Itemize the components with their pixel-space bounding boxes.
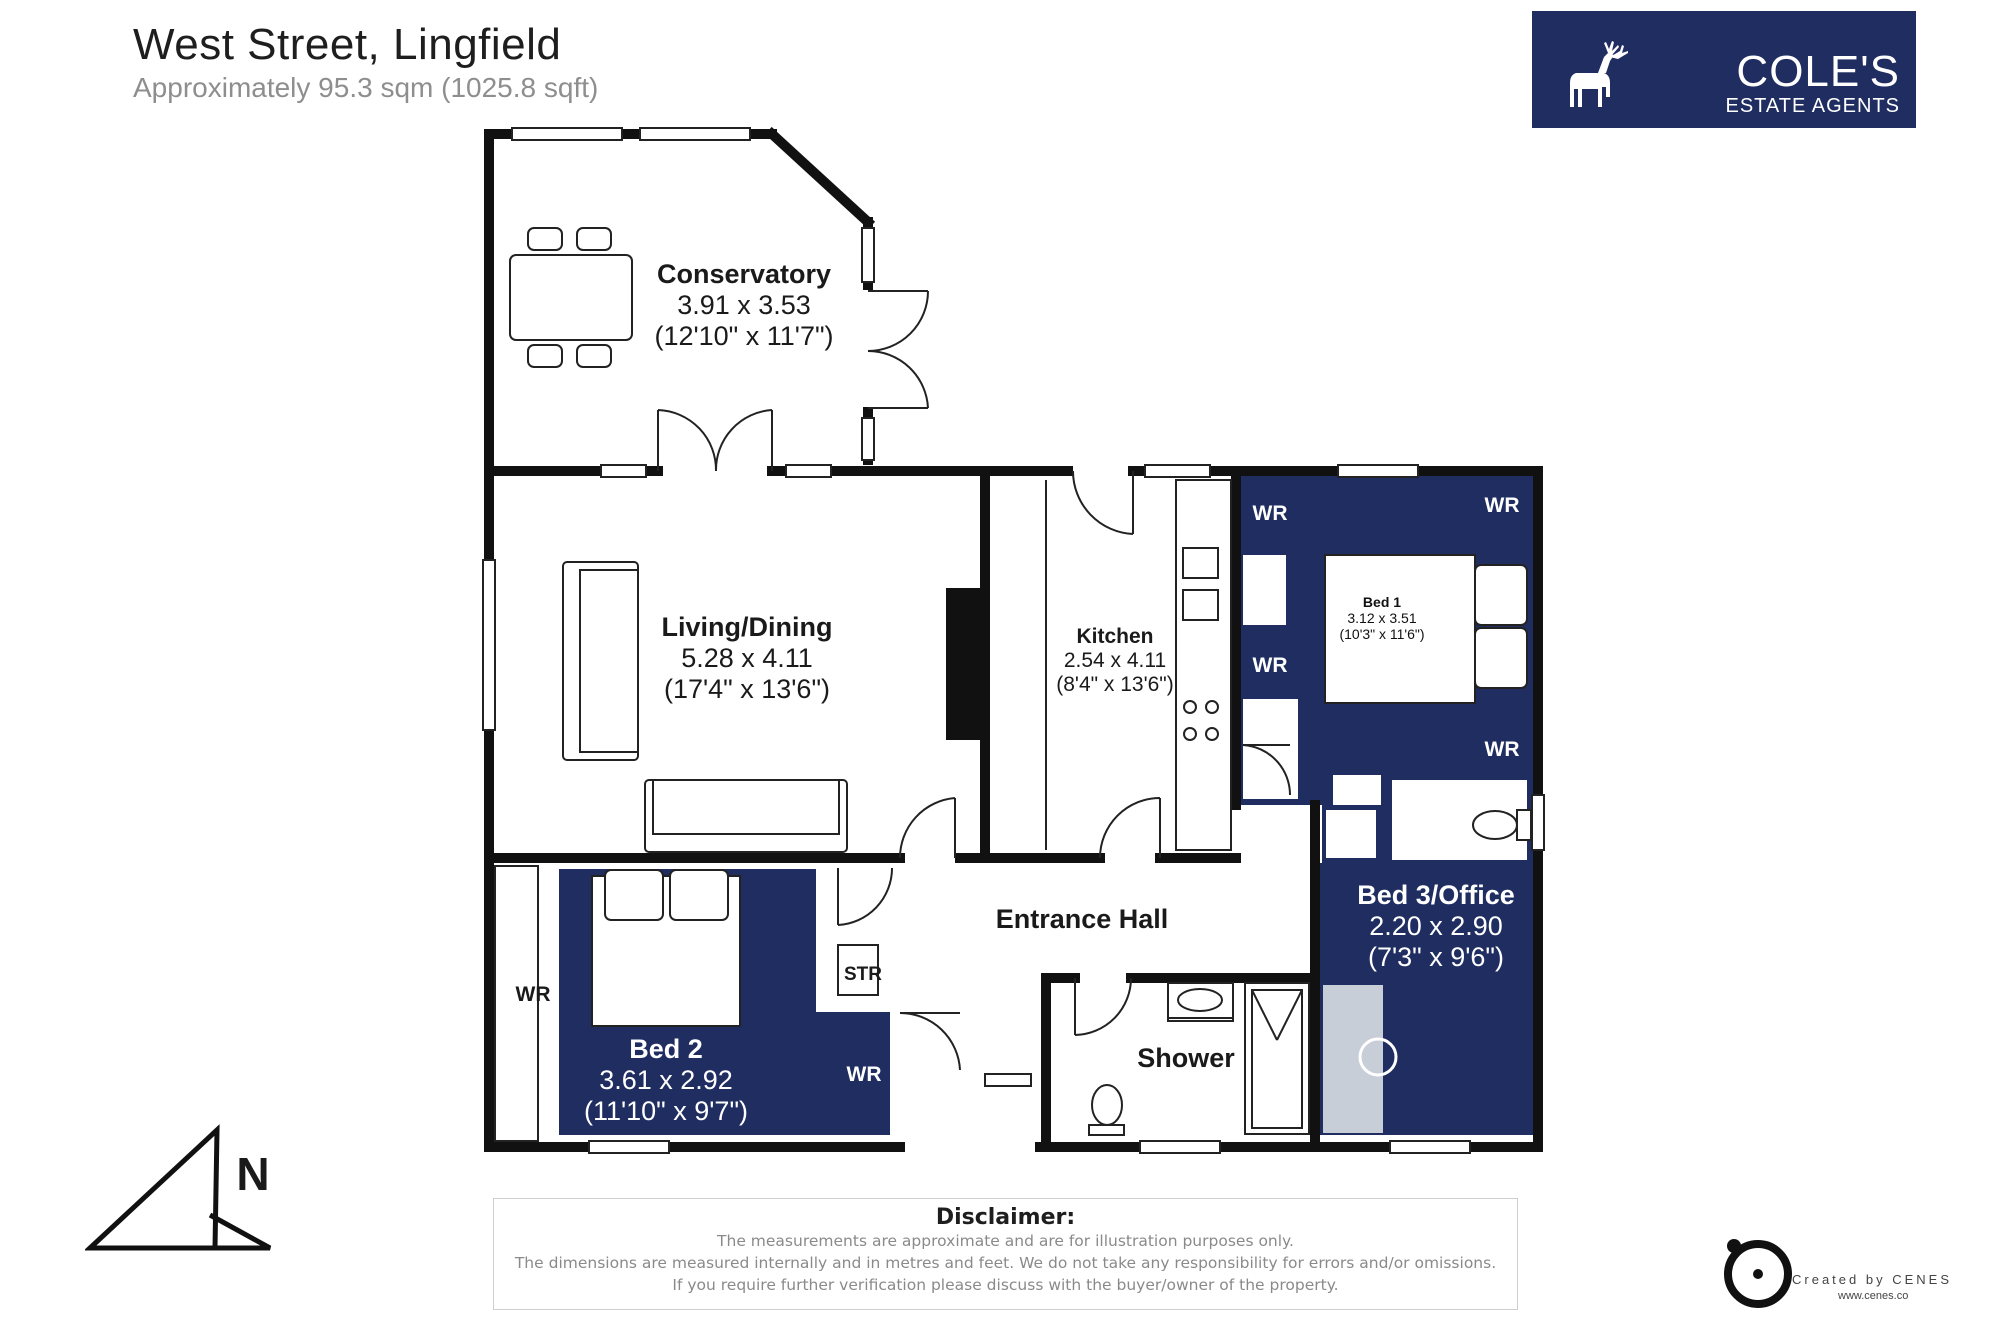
room-imperial: (11'10" x 9'7")	[583, 1096, 749, 1127]
wardrobe-label: WR	[1252, 502, 1288, 525]
sofas	[562, 561, 848, 853]
room-metric: 2.20 x 2.90	[1369, 911, 1503, 942]
room-bed-3-office: Bed 3/Office 2.20 x 2.90 (7'3" x 9'6")	[1357, 880, 1515, 973]
property-title: West Street, Lingfield	[133, 20, 562, 69]
room-imperial: (8'4" x 13'6")	[1056, 673, 1174, 697]
room-name: Entrance Hall	[995, 904, 1169, 934]
beds	[591, 554, 1528, 1027]
wardrobe-label: WR	[1252, 654, 1288, 677]
north-arrow-icon	[85, 1124, 272, 1251]
room-imperial: (10'3" x 11'6")	[1339, 626, 1425, 643]
room-name: Conservatory	[656, 259, 832, 289]
room-metric: 3.61 x 2.92	[599, 1065, 733, 1096]
room-ensuite: Ensuite	[1408, 796, 1466, 814]
room-name: Kitchen	[1076, 625, 1154, 648]
room-bed-2: Bed 2 3.61 x 2.92 (11'10" x 9'7")	[584, 1034, 748, 1127]
room-metric: 3.12 x 3.51	[1347, 610, 1417, 627]
store-label: STR	[844, 964, 882, 985]
wardrobe-label: WR	[515, 983, 551, 1006]
room-metric: 5.28 x 4.11	[681, 643, 813, 674]
fireplace	[946, 588, 980, 740]
dining-table	[509, 227, 633, 368]
kitchen-fittings	[1182, 547, 1219, 741]
windows	[482, 127, 1545, 1154]
room-imperial: (12'10" x 11'7")	[654, 321, 834, 352]
wardrobe-label: WR	[1484, 738, 1520, 761]
room-imperial: (7'3" x 9'6")	[1367, 942, 1505, 973]
agent-name: COLE'S	[1736, 47, 1900, 96]
office-chair	[1358, 1037, 1398, 1077]
credit-url[interactable]: www.cenes.co	[1838, 1290, 1909, 1302]
room-name: Bed 2	[629, 1034, 703, 1064]
room-bed-1: Bed 1 3.12 x 3.51 (10'3" x 11'6")	[1339, 594, 1424, 642]
disclaimer-line: The dimensions are measured internally a…	[514, 1254, 1497, 1272]
room-metric: 3.91 x 3.53	[677, 290, 811, 321]
agent-logo[interactable]: COLE'S ESTATE AGENTS	[1532, 11, 1916, 128]
room-conservatory: Conservatory 3.91 x 3.53 (12'10" x 11'7"…	[654, 259, 833, 352]
room-shower: Shower	[1137, 1043, 1235, 1074]
stag-icon	[1570, 41, 1628, 107]
room-name: Bed 3/Office	[1357, 880, 1515, 910]
wardrobe-label: WR	[1484, 494, 1520, 517]
room-entrance-hall: Entrance Hall	[996, 904, 1169, 935]
property-area: Approximately 95.3 sqm (1025.8 sqft)	[133, 72, 599, 103]
cenes-logo-icon	[1724, 1239, 1792, 1308]
wardrobe-label: WR	[1333, 823, 1369, 846]
disclaimer-heading: Disclaimer:	[935, 1205, 1076, 1230]
room-living-dining: Living/Dining 5.28 x 4.11 (17'4" x 13'6"…	[662, 612, 833, 705]
room-name: Bed 1	[1362, 594, 1402, 610]
credit-text: Created by CENES	[1792, 1272, 1952, 1287]
room-imperial: (17'4" x 13'6")	[663, 674, 831, 705]
disclaimer-line: If you require further verification plea…	[672, 1276, 1339, 1294]
room-name: Ensuite	[1408, 796, 1466, 813]
sanitary	[1088, 809, 1532, 1136]
doors	[657, 290, 1292, 1071]
wardrobe-label: WR	[1339, 780, 1375, 803]
room-metric: 2.54 x 4.11	[1063, 649, 1167, 673]
wardrobe-label: WR	[846, 1063, 882, 1086]
room-kitchen: Kitchen 2.54 x 4.11 (8'4" x 13'6")	[1056, 625, 1173, 697]
agent-tagline: ESTATE AGENTS	[1725, 95, 1900, 117]
desk	[1323, 985, 1383, 1133]
disclaimer-box: Disclaimer: The measurements are approxi…	[493, 1198, 1518, 1310]
compass-north-label: N	[236, 1148, 270, 1200]
room-name: Shower	[1137, 1043, 1235, 1073]
disclaimer-line: The measurements are approximate and are…	[717, 1232, 1294, 1250]
room-name: Living/Dining	[661, 612, 833, 642]
